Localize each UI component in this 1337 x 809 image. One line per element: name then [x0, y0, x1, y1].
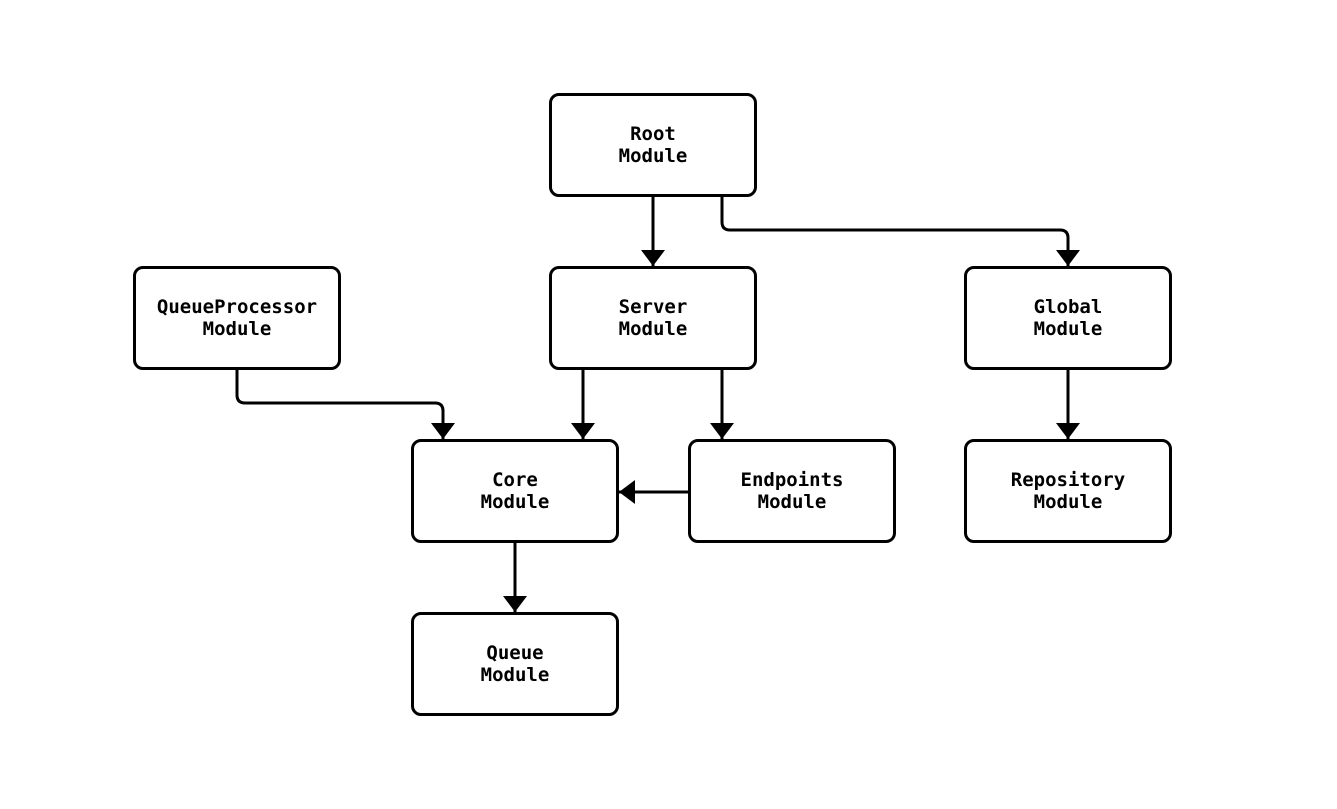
node-queueprocessor-module-label: QueueProcessor Module — [156, 296, 318, 340]
node-root-module-label: Root Module — [618, 123, 688, 167]
node-server-module: Server Module — [549, 266, 757, 370]
node-queue-module: Queue Module — [411, 612, 619, 716]
node-endpoints-module-label: Endpoints Module — [740, 469, 844, 513]
node-queue-module-label: Queue Module — [480, 642, 550, 686]
edge-queueprocessor-to-core — [235, 370, 455, 439]
node-global-module: Global Module — [964, 266, 1172, 370]
node-core-module: Core Module — [411, 439, 619, 543]
node-repository-module-label: Repository Module — [1010, 469, 1126, 513]
node-repository-module: Repository Module — [964, 439, 1172, 543]
node-server-module-label: Server Module — [618, 296, 688, 340]
node-global-module-label: Global Module — [1033, 296, 1103, 340]
node-queueprocessor-module: QueueProcessor Module — [133, 266, 341, 370]
node-core-module-label: Core Module — [480, 469, 550, 513]
edge-root-to-global — [720, 197, 1080, 266]
node-endpoints-module: Endpoints Module — [688, 439, 896, 543]
node-root-module: Root Module — [549, 93, 757, 197]
